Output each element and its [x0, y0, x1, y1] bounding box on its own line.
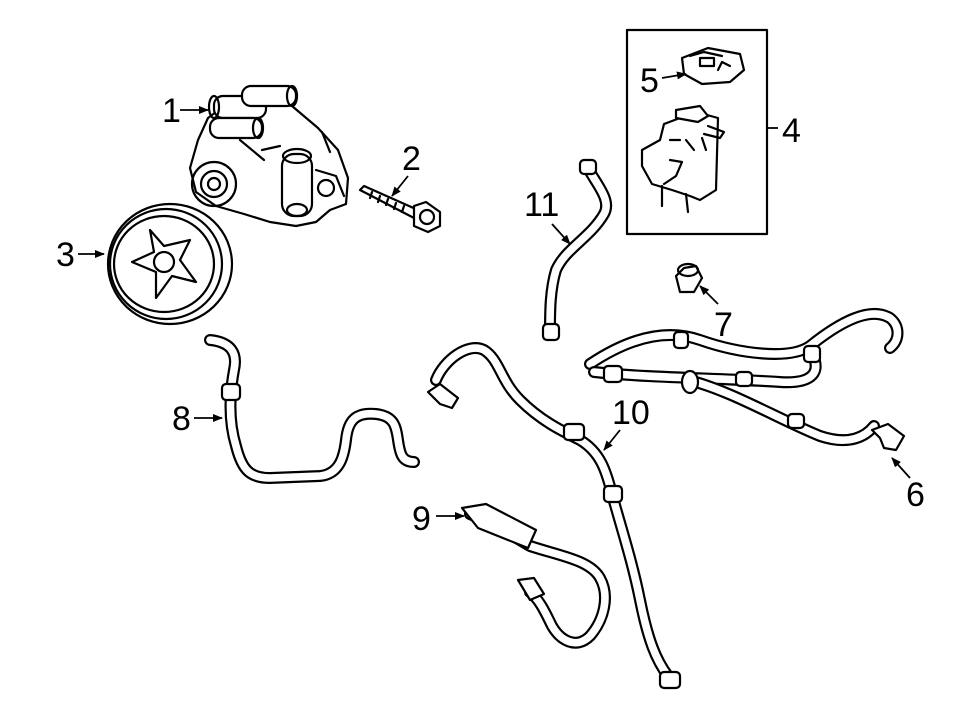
reservoir-cap[interactable] [680, 46, 746, 86]
callout-1: 1 [162, 92, 209, 130]
svg-text:4: 4 [782, 112, 801, 150]
power-steering-pump[interactable] [188, 84, 350, 228]
return-tube-part-8[interactable] [204, 334, 420, 484]
pulley[interactable] [106, 202, 234, 326]
callout-10: 10 [603, 394, 650, 451]
callout-2: 2 [391, 140, 421, 197]
callout-3: 3 [56, 236, 105, 274]
callout-6: 6 [891, 457, 925, 514]
cooler-line-part-9[interactable] [460, 502, 611, 649]
svg-text:8: 8 [172, 400, 191, 438]
callout-4: 4 [782, 112, 801, 150]
svg-text:1: 1 [162, 92, 181, 130]
reservoir[interactable] [640, 104, 726, 214]
svg-text:9: 9 [412, 500, 431, 538]
reservoir-group[interactable] [625, 28, 778, 236]
callout-5: 5 [640, 62, 687, 100]
svg-text:3: 3 [56, 236, 75, 274]
hose-assembly-part-6[interactable] [584, 308, 906, 452]
svg-text:5: 5 [640, 62, 659, 100]
callout-7: 7 [699, 285, 733, 344]
callout-9: 9 [412, 500, 465, 538]
callout-8: 8 [172, 400, 223, 438]
svg-text:10: 10 [612, 394, 650, 432]
svg-text:6: 6 [906, 476, 925, 514]
pressure-line-part-10[interactable] [426, 342, 682, 690]
svg-text:11: 11 [524, 186, 559, 224]
cap-plug[interactable] [674, 262, 704, 294]
svg-text:2: 2 [402, 140, 421, 178]
callout-11: 11 [524, 186, 571, 245]
mounting-bolt[interactable] [358, 184, 442, 234]
svg-text:7: 7 [714, 306, 733, 344]
hose-part-11[interactable] [541, 158, 612, 342]
